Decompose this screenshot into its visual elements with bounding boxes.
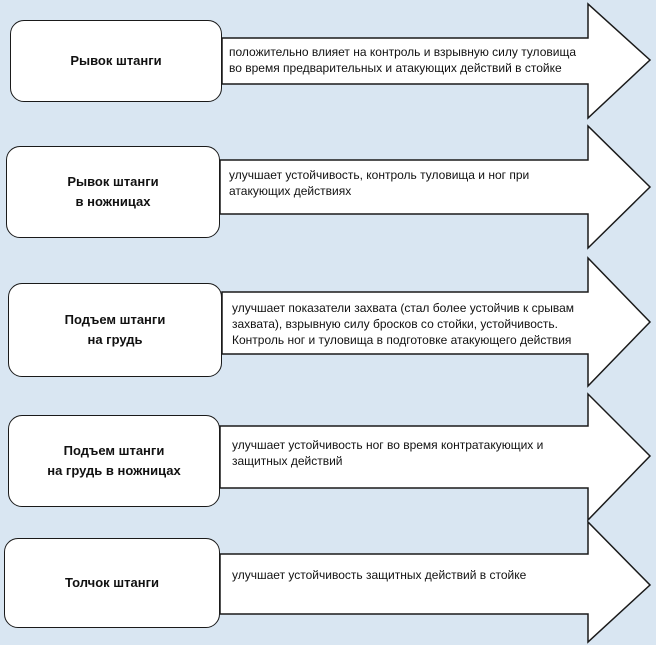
exercise-box-jerk: Толчок штанги [4, 538, 220, 628]
effect-text-split-snatch: улучшает устойчивость, контроль туловища… [229, 168, 530, 198]
effect-text-jerk: улучшает устойчивость защитных действий … [232, 568, 527, 582]
effect-text-snatch: положительно влияет на контроль и взрывн… [229, 45, 576, 75]
exercise-box-clean: Подъем штанги на грудь [8, 283, 222, 377]
exercise-box-snatch: Рывок штанги [10, 20, 222, 102]
effect-text-split-clean: улучшает устойчивость ног во время контр… [232, 438, 544, 468]
exercise-box-split-snatch: Рывок штанги в ножницах [6, 146, 220, 238]
exercise-box-split-clean: Подъем штанги на грудь в ножницах [8, 415, 220, 507]
effect-text-clean: улучшает показатели захвата (стал более … [232, 301, 575, 347]
